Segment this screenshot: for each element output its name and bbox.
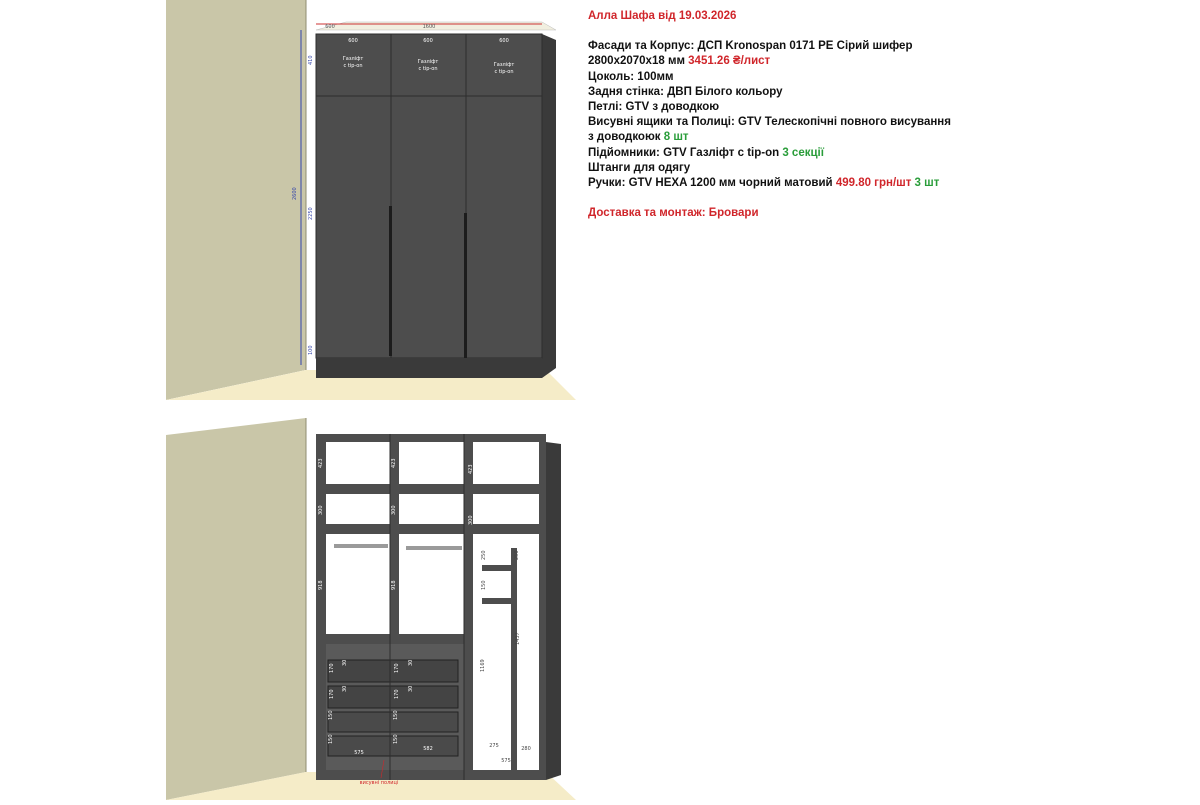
dimension-label: 280 bbox=[521, 746, 531, 752]
dimension-label: 170 bbox=[394, 689, 400, 699]
spec-line-drawers: Висувні ящики та Полиці: GTV Телескопічн… bbox=[588, 116, 951, 129]
dimension-label: 30 bbox=[342, 686, 348, 692]
dimension-label: 575 bbox=[501, 758, 511, 764]
dimension-label: 1169 bbox=[480, 659, 486, 672]
compartment bbox=[399, 534, 464, 634]
dimension-label: 150 bbox=[328, 734, 334, 744]
cabinet-main-section bbox=[315, 95, 543, 359]
dimension-label: 423 bbox=[318, 458, 324, 468]
wardrobe-interior-svg: 423 300 918 170 30 170 30 150 150 575 42… bbox=[166, 418, 576, 800]
dimension-label: 918 bbox=[391, 580, 397, 590]
handle bbox=[464, 213, 467, 358]
wardrobe-interior-render: 423 300 918 170 30 170 30 150 150 575 42… bbox=[166, 410, 576, 800]
wall bbox=[166, 418, 306, 800]
compartment bbox=[326, 494, 390, 524]
spec-line-hinges: Петлі: GTV з доводкою bbox=[588, 101, 720, 114]
dimension-label: 275 bbox=[489, 743, 499, 749]
dimension-label: 1437 bbox=[515, 632, 521, 645]
dimension-label: 150 bbox=[393, 710, 399, 720]
top-height-dimension: 410 bbox=[308, 55, 314, 65]
total-height-dimension: 2600 bbox=[292, 187, 298, 200]
dimension-label: 918 bbox=[318, 580, 324, 590]
dimension-label: 150 bbox=[481, 580, 487, 590]
dimension-label: 300 bbox=[391, 505, 397, 515]
gaslift-label: Газліфт bbox=[494, 62, 515, 68]
dimension-label: 250 bbox=[481, 550, 487, 560]
vertical-divider bbox=[511, 548, 517, 770]
wall bbox=[166, 0, 306, 400]
compartment bbox=[473, 534, 539, 770]
compartment bbox=[326, 534, 390, 634]
dimension-label: 30 bbox=[408, 686, 414, 692]
drawer[interactable] bbox=[327, 685, 459, 709]
dimension-label: 30 bbox=[342, 660, 348, 666]
door-width-label: 600 bbox=[423, 38, 433, 44]
dimension-label: 170 bbox=[394, 663, 400, 673]
gaslift-label: с tip-on bbox=[495, 69, 514, 75]
sheet-price: 3451.26 ₴/лист bbox=[688, 55, 771, 68]
cabinet-side bbox=[542, 34, 556, 378]
plinth bbox=[316, 358, 542, 378]
handle-count: 3 шт bbox=[911, 177, 940, 190]
dimension-label: 150 bbox=[328, 710, 334, 720]
spec-line-back-wall: Задня стінка: ДВП Білого кольору bbox=[588, 85, 783, 98]
spec-line-handles: Ручки: GTV HEXA 1200 мм чорний матовий 4… bbox=[588, 177, 940, 190]
gaslift-label: Газліфт bbox=[418, 59, 439, 65]
annotation-line bbox=[380, 759, 385, 779]
dimension-label: 575 bbox=[354, 750, 364, 756]
plinth-dimension: 100 bbox=[308, 345, 314, 355]
wardrobe-front-render: 1600 600 410 2600 2250 100 600 600 600 Г… bbox=[166, 0, 576, 400]
gaslift-label: Газліфт bbox=[343, 56, 364, 62]
door-width-label: 600 bbox=[348, 38, 358, 44]
compartment bbox=[326, 442, 390, 484]
dimension-label: 300 bbox=[468, 515, 474, 525]
drawers-count: 8 шт bbox=[663, 131, 689, 144]
spec-line-facades: Фасади та Корпус: ДСП Kronospan 0171 PE … bbox=[588, 40, 913, 53]
cabinet-top-section bbox=[315, 33, 543, 97]
handle bbox=[389, 206, 392, 356]
dimension-label: 170 bbox=[329, 689, 335, 699]
dimension-label: 30 bbox=[408, 660, 414, 666]
compartment bbox=[473, 442, 539, 484]
width-dimension: 1600 bbox=[423, 24, 436, 30]
gaslift-label: с tip-on bbox=[419, 66, 438, 72]
top-panel bbox=[315, 21, 557, 31]
clothes-rod bbox=[406, 546, 462, 550]
dimension-label: 300 bbox=[318, 505, 324, 515]
dimension-label: 170 bbox=[329, 663, 335, 673]
shelf bbox=[482, 598, 516, 604]
compartment bbox=[399, 494, 464, 524]
spec-line-sheet: 2800х2070х18 мм 3451.26 ₴/лист bbox=[588, 55, 771, 68]
spec-line-rods: Штанги для одягу bbox=[588, 161, 691, 174]
spec-title: Алла Шафа від 19.03.2026 bbox=[588, 10, 737, 22]
compartment bbox=[473, 494, 539, 524]
dimension-label: 250 bbox=[514, 550, 520, 560]
spec-delivery: Доставка та монтаж: Бровари bbox=[588, 207, 759, 220]
dimension-label: 150 bbox=[393, 734, 399, 744]
clothes-rod bbox=[334, 544, 388, 548]
handle-price: 499.80 грн/шт bbox=[835, 177, 912, 190]
dimension-label: 423 bbox=[468, 464, 474, 474]
pull-out-shelf[interactable] bbox=[327, 711, 459, 733]
spec-line-drawers-count: з доводкоюк 8 шт bbox=[588, 131, 689, 144]
wardrobe-front-svg: 1600 600 410 2600 2250 100 600 600 600 Г… bbox=[166, 0, 576, 400]
body-height-dimension: 2250 bbox=[308, 207, 314, 220]
specification-panel: Алла Шафа від 19.03.2026 Фасади та Корпу… bbox=[588, 9, 988, 221]
gaslift-label: с tip-on bbox=[344, 63, 363, 69]
pull-out-shelf[interactable] bbox=[327, 735, 459, 757]
compartment bbox=[399, 442, 464, 484]
door-width-label: 600 bbox=[499, 38, 509, 44]
dimension-label: 582 bbox=[423, 746, 433, 752]
spec-line-lifts: Підйомники: GTV Газліфт с tip-on 3 секці… bbox=[588, 146, 824, 159]
shelf bbox=[482, 565, 516, 571]
drawers-annotation: висувні полиці bbox=[360, 780, 399, 786]
drawer[interactable] bbox=[327, 659, 459, 683]
depth-dimension: 600 bbox=[325, 24, 335, 30]
cabinet-side bbox=[546, 442, 561, 780]
spec-line-plinth: Цоколь: 100мм bbox=[588, 70, 674, 83]
lifts-count: 3 секції bbox=[782, 146, 824, 159]
dimension-label: 423 bbox=[391, 458, 397, 468]
